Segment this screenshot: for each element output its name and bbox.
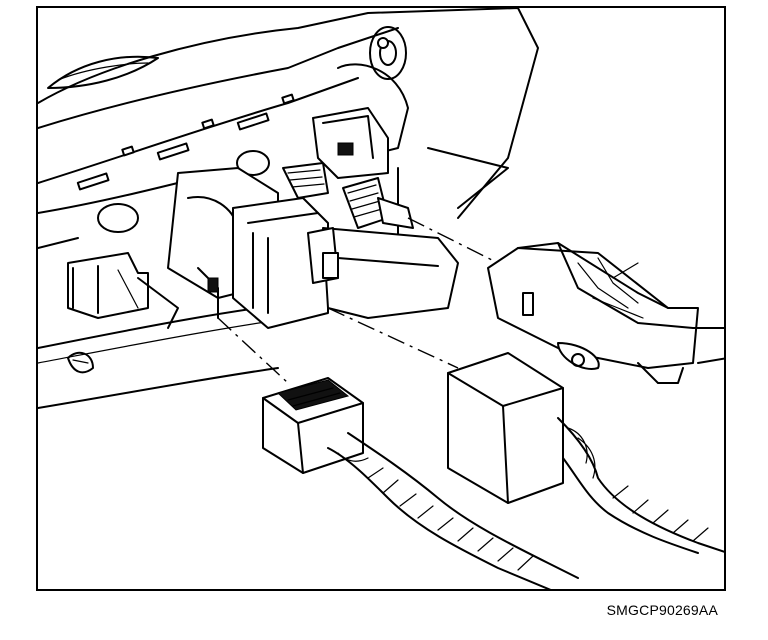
illustration-frame bbox=[36, 6, 726, 591]
mounted-connector-assembly bbox=[167, 107, 459, 329]
lower-right-harness-connector bbox=[447, 352, 724, 554]
left-mounting-clip bbox=[67, 252, 179, 374]
lower-left-harness-connector bbox=[262, 377, 579, 589]
alignment-lines bbox=[217, 217, 509, 384]
figure-code: SMGCP90269AA bbox=[606, 602, 718, 618]
connector-illustration bbox=[38, 8, 724, 589]
right-connector bbox=[487, 242, 724, 384]
dashboard-panel bbox=[38, 8, 539, 409]
